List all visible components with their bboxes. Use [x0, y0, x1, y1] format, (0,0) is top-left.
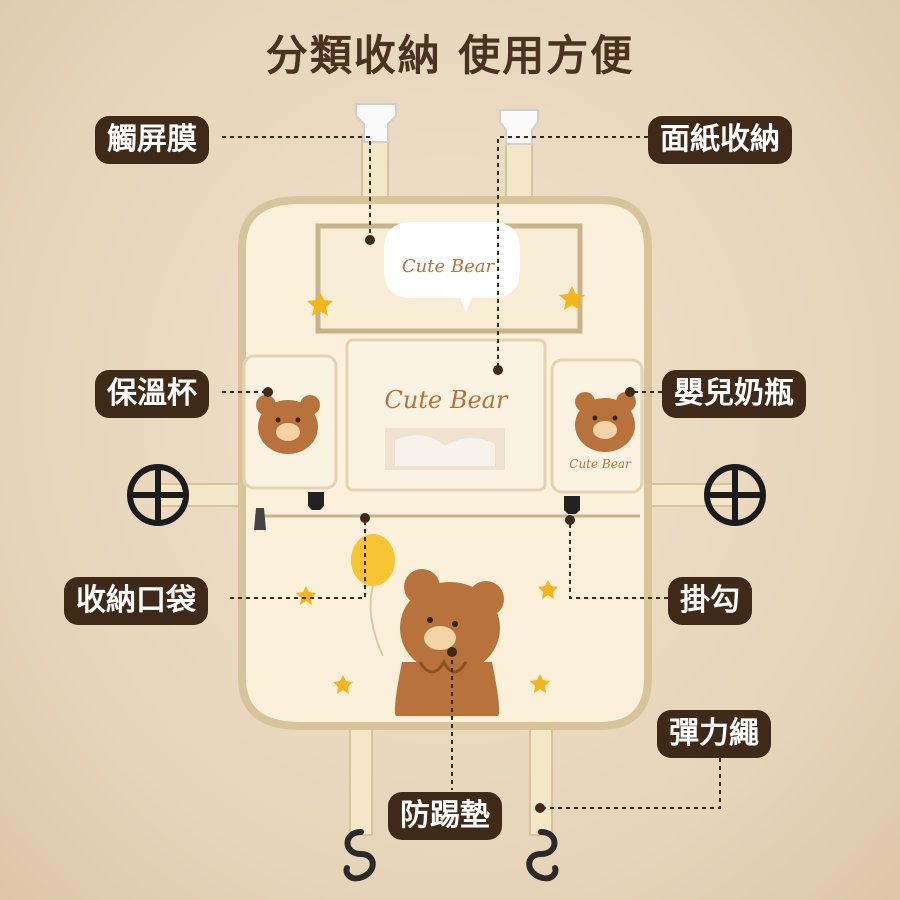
left-s-hook	[343, 829, 376, 882]
headline: 分類收納 使用方便	[265, 31, 635, 80]
leader-dot	[535, 803, 545, 813]
label-baby-bottle: 嬰兒奶瓶	[662, 370, 806, 418]
speech-bubble	[384, 222, 520, 312]
bubble-text: Cute Bear	[402, 256, 496, 277]
star	[333, 675, 353, 694]
balloon	[351, 534, 395, 586]
big-bear	[394, 569, 504, 716]
leader-hook	[569, 520, 668, 599]
label-thermos: 保溫杯	[95, 370, 209, 418]
leader-elastic-cord	[540, 758, 721, 809]
left-bottom-strap	[349, 724, 373, 836]
label-storage-pocket: 收納口袋	[64, 577, 208, 625]
label-hook: 掛勾	[668, 577, 752, 625]
right-s-hook	[526, 829, 559, 882]
star	[530, 674, 550, 693]
snap-hook-right	[564, 496, 580, 514]
leader-dot	[360, 513, 370, 523]
label-elastic-cord: 彈力繩	[657, 710, 771, 758]
leader-touchscreen	[222, 136, 371, 240]
left-side-wheel	[127, 464, 189, 526]
label-touchscreen: 觸屏膜	[95, 116, 209, 164]
star	[559, 286, 585, 310]
right-side-wheel	[704, 464, 766, 526]
leader-dot	[565, 515, 575, 525]
star	[538, 580, 558, 599]
star	[296, 586, 316, 605]
leader-dot	[493, 365, 503, 375]
leader-dot	[625, 387, 635, 397]
tissue	[395, 435, 495, 466]
bear-face-left	[256, 395, 320, 454]
balloon-string	[369, 585, 384, 657]
right-top-clip	[499, 109, 539, 145]
leader-tissue	[497, 136, 648, 370]
star	[307, 292, 333, 316]
bottle-pocket-text: Cute Bear	[569, 457, 632, 471]
zipper-pull	[254, 508, 266, 530]
snap-hook-left	[308, 492, 324, 510]
leader-dot	[365, 235, 375, 245]
bear-face-right	[575, 392, 636, 452]
label-kick-mat: 防踢墊	[388, 792, 502, 840]
leader-dot	[263, 387, 273, 397]
left-top-clip	[355, 103, 397, 143]
label-tissue: 面紙收納	[648, 116, 792, 164]
right-bottom-strap	[529, 724, 553, 836]
leader-dot	[447, 647, 457, 657]
tissue-box-text: Cute Bear	[385, 386, 509, 414]
